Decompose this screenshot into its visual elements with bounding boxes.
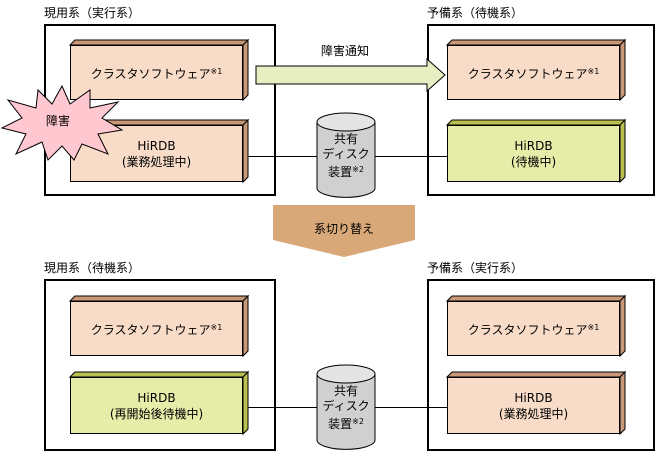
bottom-right-hirdb-box: HiRDB (業務処理中) [445,370,627,436]
system-switchover-label: 系切り替え [314,222,375,236]
bottom-left-title: 現用系（待機系） [44,261,141,275]
top-shared-disk-label: 共有 ディスク 装置※2 [322,132,370,179]
hirdb-status: (業務処理中) [498,406,569,421]
footnote-mark-1: ※1 [210,66,223,76]
footnote-mark-1: ※1 [210,322,223,332]
cluster-software-label: クラスタソフトウェア [90,322,211,337]
failure-notification-arrow [255,58,446,92]
hirdb-name: HiRDB [514,390,553,405]
box-depth-shading [445,294,627,358]
hirdb-name: HiRDB [137,390,176,405]
footnote-mark-1: ※1 [587,66,600,76]
bottom-right-cluster-box: クラスタソフトウェア※1 [445,294,627,358]
hirdb-status: (再開始後待機中) [109,406,204,421]
bottom-left-hirdb-box: HiRDB (再開始後待機中) [68,370,250,436]
bottom-left-cluster-box: クラスタソフトウェア※1 [68,294,250,358]
system-switchover-arrow [273,205,415,257]
box-depth-shading [445,118,627,184]
hirdb-name: HiRDB [137,138,176,153]
top-right-disk-line [374,156,454,157]
cluster-software-label: クラスタソフトウェア [467,66,588,81]
footnote-mark-2: ※2 [352,165,364,174]
top-left-disk-line [248,156,318,157]
footnote-mark-2: ※2 [352,417,364,426]
bottom-shared-disk-label: 共有 ディスク 装置※2 [322,384,370,431]
top-left-cluster-box: クラスタソフトウェア※1 [68,38,250,102]
box-depth-shading [445,38,627,102]
top-right-title: 予備系（待機系） [427,6,524,20]
cluster-software-label: クラスタソフトウェア [90,66,211,81]
top-right-cluster-box: クラスタソフトウェア※1 [445,38,627,102]
hirdb-status: (待機中) [510,154,557,169]
footnote-mark-1: ※1 [587,322,600,332]
bottom-left-disk-line [248,407,318,408]
box-depth-shading [68,38,250,102]
failure-burst-icon [0,84,124,161]
bottom-right-title: 予備系（実行系） [427,261,524,275]
failure-label: 障害 [46,114,71,128]
box-depth-shading [68,294,250,358]
bottom-right-disk-line [374,407,454,408]
failure-notification-label: 障害通知 [321,44,370,58]
top-shared-disk-icon [316,112,376,198]
cluster-software-label: クラスタソフトウェア [467,322,588,337]
top-left-hirdb-box: HiRDB (業務処理中) [68,118,250,184]
hirdb-status: (業務処理中) [121,154,192,169]
hirdb-name: HiRDB [514,138,553,153]
bottom-shared-disk-icon [316,364,376,450]
box-depth-shading [68,370,250,436]
top-left-title: 現用系（実行系） [44,6,141,20]
top-right-hirdb-box: HiRDB (待機中) [445,118,627,184]
